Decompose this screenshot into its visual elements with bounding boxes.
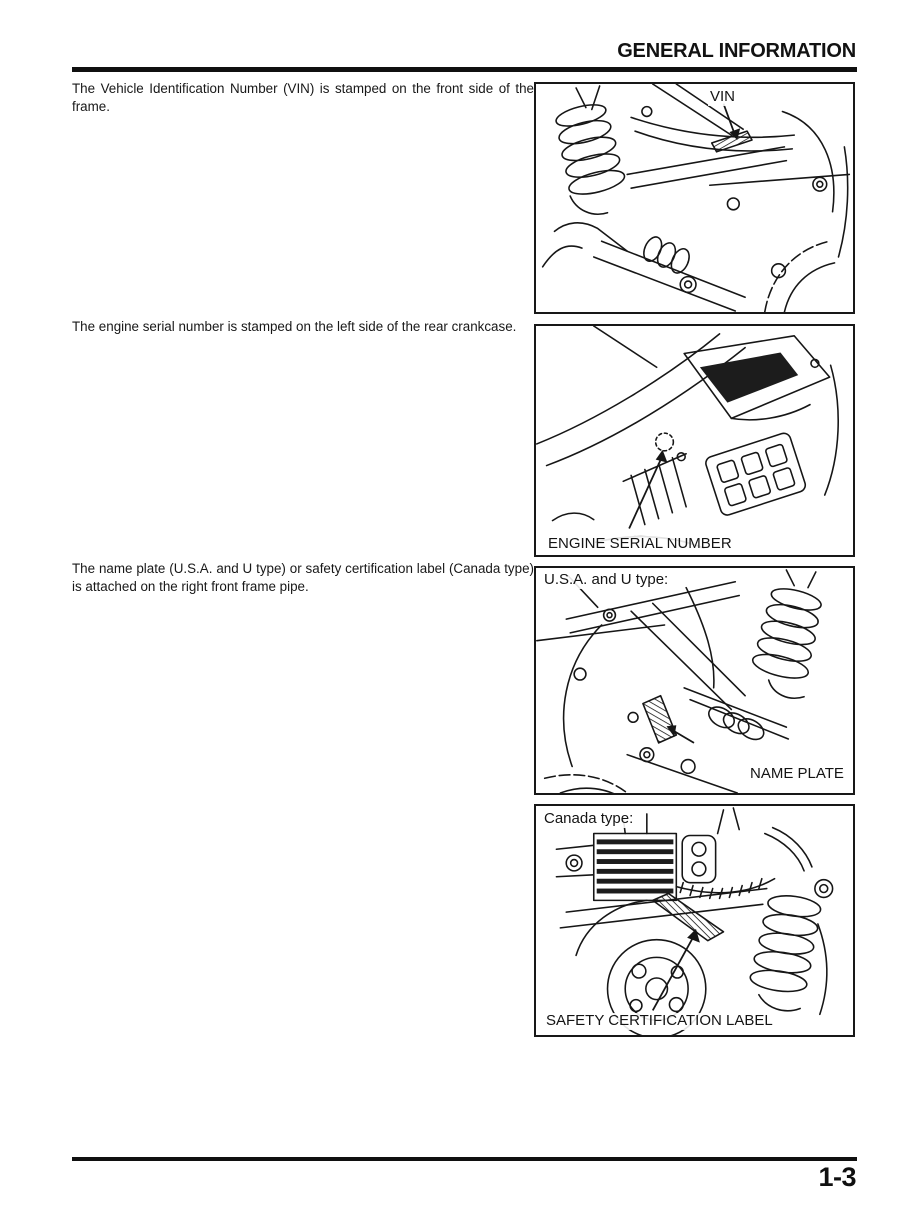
header-rule <box>72 67 857 72</box>
page-title: GENERAL INFORMATION <box>617 40 856 62</box>
figure-vin-location: VIN <box>534 82 855 314</box>
vin-callout-label: VIN <box>708 88 738 106</box>
engine-serial-line-art <box>536 326 839 549</box>
safety-label-callout-label: SAFETY CERTIFICATION LABEL <box>544 1012 775 1030</box>
safety-label-callout-arrow <box>651 928 700 1011</box>
engine-serial-callout-arrow <box>628 449 668 529</box>
safety-label-line-art <box>555 807 834 1035</box>
name-plate-callout-arrow <box>666 725 695 744</box>
name-plate-line-art <box>536 569 822 793</box>
engine-serial-callout-label: ENGINE SERIAL NUMBER <box>546 535 734 553</box>
canada-type-label: Canada type: <box>542 810 636 828</box>
vin-line-art <box>541 84 851 312</box>
page-number: 1-3 <box>818 1162 856 1192</box>
usa-type-label: U.S.A. and U type: <box>542 571 671 589</box>
figure-safety-certification-label: Canada type: SAFETY CERTIFICATION LABEL <box>534 804 855 1037</box>
figure-engine-serial-number: ENGINE SERIAL NUMBER <box>534 324 855 557</box>
paragraph-vin: The Vehicle Identification Number (VIN) … <box>72 81 534 114</box>
footer-rule <box>72 1157 857 1161</box>
name-plate-callout-label: NAME PLATE <box>748 765 846 783</box>
figure-name-plate: U.S.A. and U type: NAME PLATE <box>534 566 855 795</box>
paragraph-name-plate: The name plate (U.S.A. and U type) or sa… <box>72 561 534 594</box>
paragraph-engine-serial: The engine serial number is stamped on t… <box>72 319 517 334</box>
